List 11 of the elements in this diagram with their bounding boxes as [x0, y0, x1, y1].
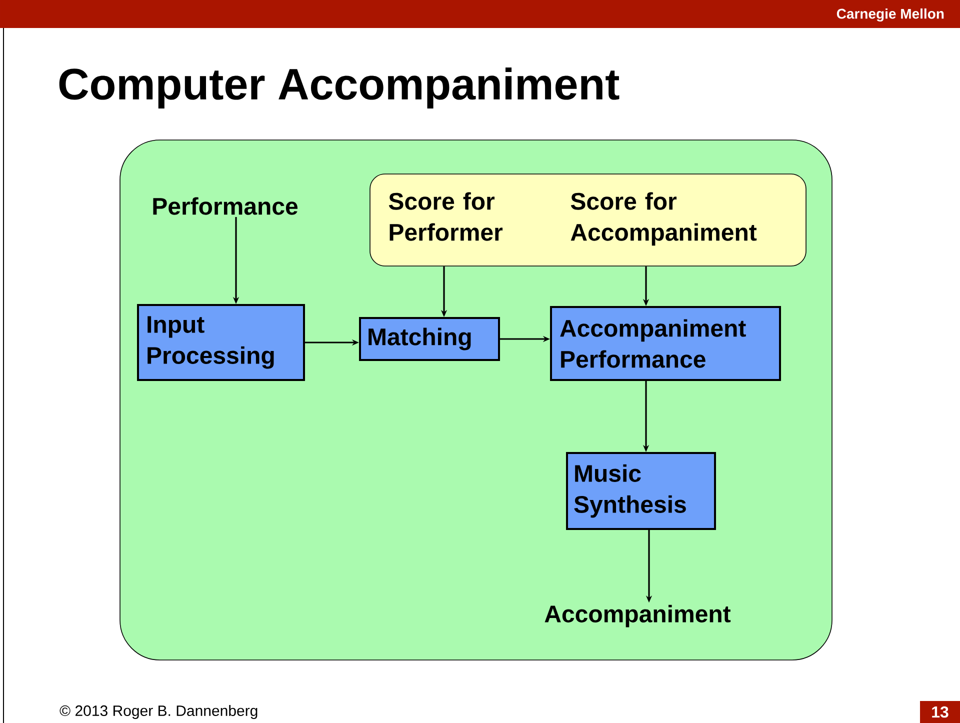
- process-box: Matching: [359, 317, 500, 361]
- flow-label: Performance: [153, 197, 298, 215]
- page-number: 13: [920, 701, 960, 723]
- process-box: Music Synthesis: [566, 452, 716, 530]
- title: Computer Accompaniment: [59, 68, 620, 108]
- process-box: Accompaniment Performance: [550, 306, 782, 381]
- copyright-text: © 2013 Roger B. Dannenberg: [60, 705, 258, 719]
- score-box: Score for Performer Score for Accompaniment: [370, 174, 806, 266]
- header-bar: Carnegie Mellon: [0, 0, 960, 28]
- flow-label: Accompaniment: [544, 604, 731, 628]
- process-box: Input Processing: [137, 304, 305, 381]
